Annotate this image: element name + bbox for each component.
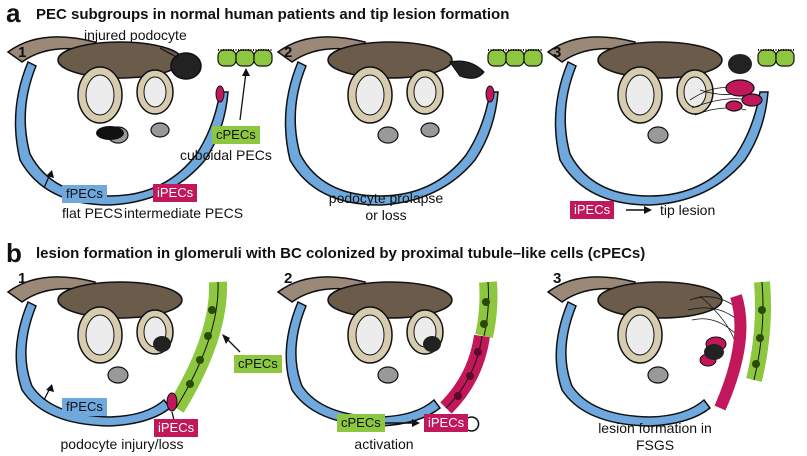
tip-lesion: [689, 79, 763, 116]
mesangial-cell: [377, 366, 399, 384]
tag-ipecs-b1: iPECs: [154, 419, 199, 437]
podocyte-cluster: [327, 281, 453, 319]
podocyte-cluster: [57, 281, 183, 319]
mesangial-cell: [107, 366, 129, 384]
step-b3: 3: [553, 270, 562, 287]
cpec-cells: [475, 281, 498, 339]
cpec-cells: [487, 49, 543, 67]
glomerulus-b3: [546, 276, 771, 427]
self-renewal-loop-icon: [467, 416, 480, 432]
glomerulus-b2: [276, 276, 498, 427]
bowman-capsule-fpec: [555, 300, 712, 427]
capillary-lumen: [413, 76, 437, 108]
capillary-lumen: [85, 74, 115, 116]
tag-activation-from: cPECs: [337, 414, 385, 432]
podocyte-cluster: [327, 41, 453, 79]
label-intermediate-pecs: intermediate PECS: [124, 205, 244, 221]
mesangial-cell: [647, 366, 669, 384]
mesangial-cell: [150, 122, 170, 138]
capillary-lumen: [625, 314, 655, 356]
label-cuboidal-pecs: cuboidal PECs: [180, 147, 272, 163]
capillary-lumen: [143, 76, 167, 108]
capillary-lumen: [355, 314, 385, 356]
fsgs-lesion: [687, 294, 747, 411]
podocyte-cluster: [597, 41, 723, 79]
capillary-lumen: [683, 76, 707, 108]
step-a2: 2: [284, 44, 293, 61]
label-injured-podocyte: injured podocyte: [84, 27, 187, 43]
cpec-cells: [217, 49, 273, 67]
cpec-cells: [168, 281, 228, 413]
caption-a3-tip-lesion: tip lesion: [660, 202, 716, 218]
injured-podocyte: [170, 52, 202, 80]
tag-cpecs-b1: cPECs: [234, 355, 282, 373]
dark-cell: [96, 126, 124, 140]
glomerulus-a1: [6, 36, 273, 206]
mesangial-cell: [420, 122, 440, 138]
glomerulus-b1: [6, 276, 241, 427]
caption-a2-line1: podocyte prolapse: [328, 190, 444, 206]
step-b2: 2: [284, 270, 293, 287]
tag-ipecs-a3: iPECs: [570, 201, 615, 219]
arrow-injured-podocyte: [159, 47, 179, 59]
tag-activation-to: iPECs: [424, 414, 469, 432]
capillary-lumen: [85, 314, 115, 356]
panel-b-title: lesion formation in glomeruli with BC co…: [36, 245, 646, 262]
arrow-cpecs: [239, 71, 247, 121]
caption-b2: activation: [354, 436, 414, 452]
podocyte-cluster: [597, 281, 723, 319]
capillary-lumen: [355, 74, 385, 116]
step-a1: 1: [18, 44, 27, 61]
step-a3: 3: [553, 44, 562, 61]
ipec-cell: [215, 85, 225, 103]
mesangial-cell: [647, 126, 669, 144]
dark-cell: [423, 336, 441, 352]
step-b1: 1: [18, 270, 27, 287]
tag-fpecs-a1: fPECs: [62, 185, 107, 203]
cpec-cells: [757, 49, 795, 67]
panel-a-letter: a: [6, 0, 21, 28]
caption-b3-line1: lesion formation in: [598, 420, 712, 436]
capillary-lumen: [625, 74, 655, 116]
tag-ipecs-a1: iPECs: [153, 184, 198, 202]
prolapsing-podocyte: [448, 60, 485, 79]
bowman-capsule-fpec: [554, 60, 769, 206]
ipec-cell: [166, 392, 178, 412]
bowman-capsule-fpec: [285, 300, 442, 427]
arrow-ipecs: [171, 411, 175, 421]
tag-cpecs-a1: cPECs: [212, 126, 260, 144]
label-flat-pecs: flat PECS: [62, 205, 123, 221]
cpec-cells: [746, 281, 771, 382]
glomerulus-a2: [276, 36, 543, 206]
panel-b-letter: b: [6, 238, 22, 268]
panel-a-title: PEC subgroups in normal human patients a…: [36, 6, 510, 23]
caption-a2-line2: or loss: [365, 207, 407, 223]
ipec-cell: [485, 85, 495, 103]
glomerulus-a3: [546, 36, 795, 206]
caption-b3-line2: FSGS: [635, 437, 675, 453]
dark-cell: [153, 336, 171, 352]
tag-fpecs-b1: fPECs: [62, 398, 107, 416]
caption-b1: podocyte injury/loss: [60, 436, 184, 452]
ipec-lining: [440, 334, 490, 414]
dark-cell: [728, 54, 752, 74]
mesangial-cell: [377, 126, 399, 144]
